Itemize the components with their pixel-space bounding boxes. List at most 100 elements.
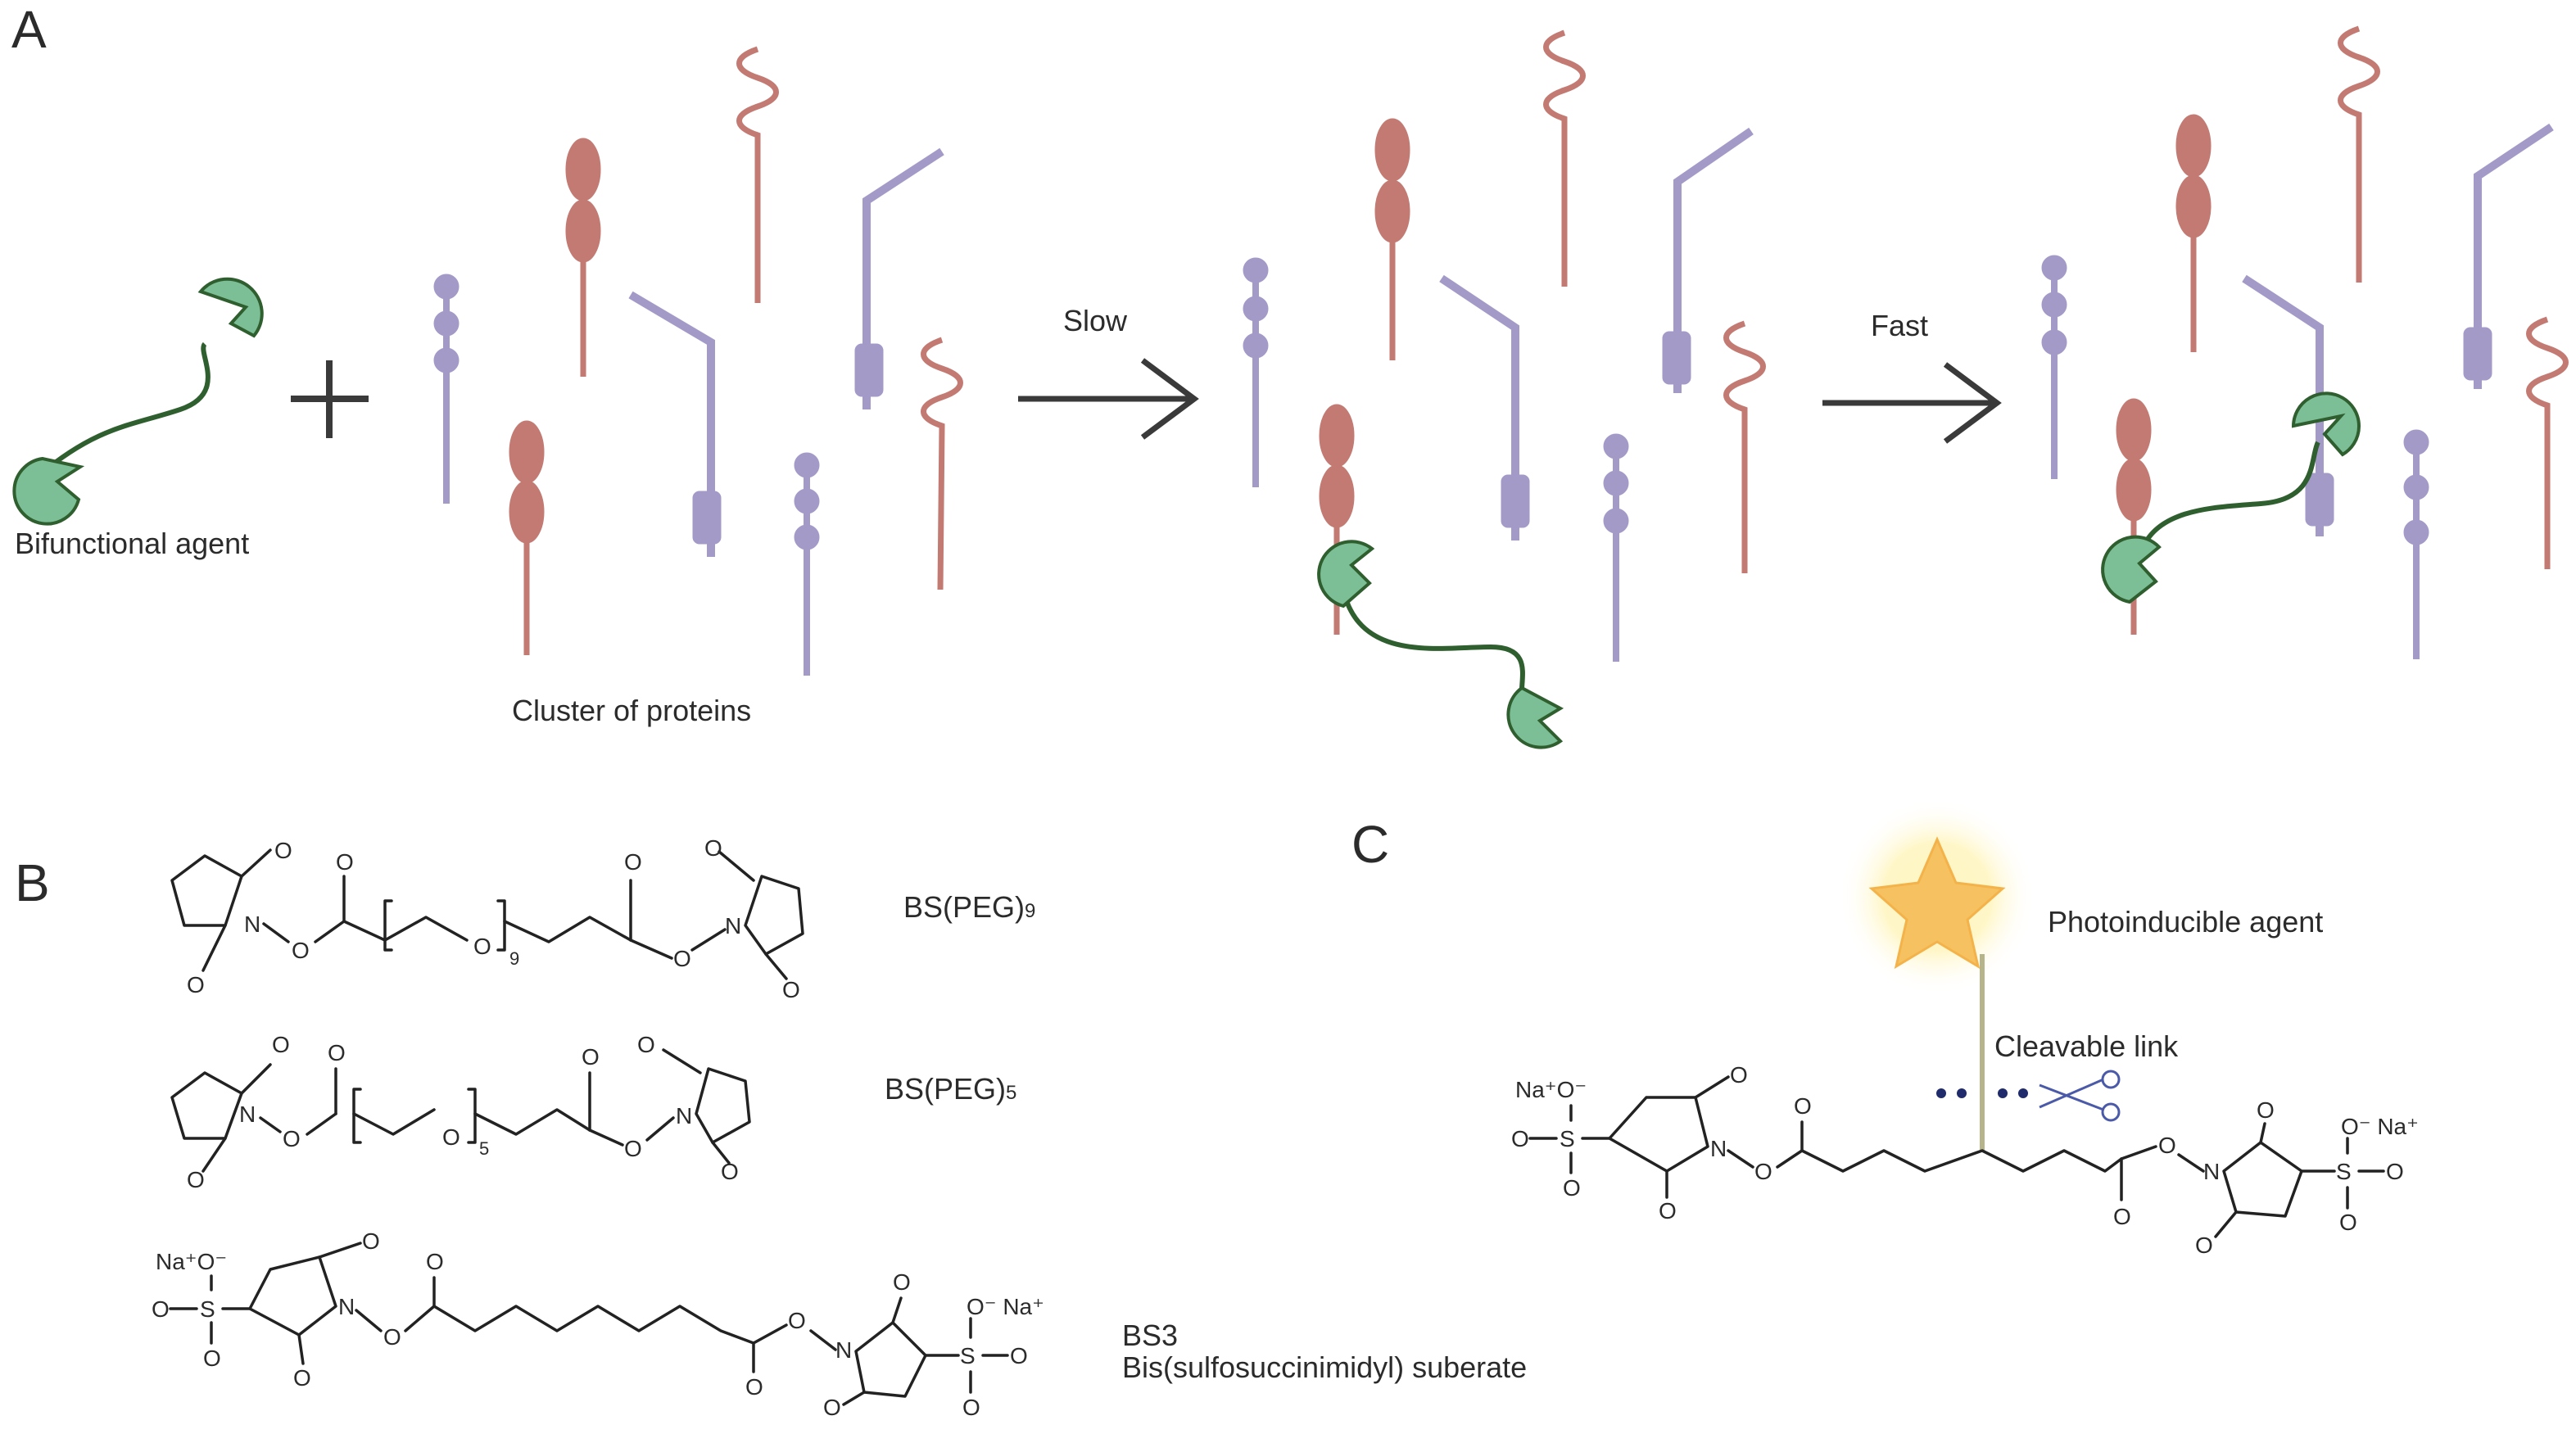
protein-beads-4 xyxy=(1603,433,1629,662)
bifunctional-agent xyxy=(12,277,264,526)
atom-o: O xyxy=(292,938,310,963)
atom-o: O xyxy=(473,934,491,959)
atom-o: O xyxy=(187,1167,205,1192)
protein-squiggle-6 xyxy=(2526,316,2569,569)
atom-o: O xyxy=(2113,1204,2131,1229)
compound-photo: Na⁺O⁻ O S O O O N O O O O N O O S O O⁻ N… xyxy=(1511,1062,2419,1258)
atom-o: O xyxy=(1794,1093,1812,1119)
compound-2-name: BS(PEG)5 xyxy=(885,1072,1016,1106)
atom-o: O xyxy=(1754,1159,1772,1184)
atom-o: O xyxy=(152,1296,170,1322)
atom-o: O xyxy=(1730,1062,1748,1088)
repeat-count-9: 9 xyxy=(509,948,519,969)
protein-beads-2 xyxy=(794,452,820,676)
atom-n: N xyxy=(244,911,260,937)
protein-squiggle-3 xyxy=(1543,29,1586,287)
atom-n: N xyxy=(676,1103,692,1129)
atom-o: O xyxy=(2386,1159,2404,1184)
atom-na-o-minus: Na⁺O⁻ xyxy=(1515,1077,1587,1102)
protein-squiggle-5 xyxy=(2338,25,2380,283)
atom-o: O xyxy=(274,838,292,863)
compound-3-name-line2: Bis(sulfosuccinimidyl) suberate xyxy=(1122,1350,1527,1384)
atom-o: O xyxy=(582,1044,600,1070)
photo-label: Photoinducible agent xyxy=(2048,905,2323,939)
cleave-dots xyxy=(1936,1088,2028,1098)
atom-n: N xyxy=(1710,1136,1727,1161)
atom-o: O xyxy=(383,1324,401,1350)
plus-icon xyxy=(291,360,369,438)
atom-o: O xyxy=(203,1346,221,1371)
compound-bs3: Na⁺O⁻ O S O O O N O O O O N O O S O O⁻ N… xyxy=(152,1228,1044,1420)
atom-o: O xyxy=(788,1308,806,1333)
panel-a-letter: A xyxy=(11,0,47,59)
cluster-label: Cluster of proteins xyxy=(512,694,751,727)
compound-3-name-line1: BS3 xyxy=(1122,1319,1178,1352)
agent-head-bound xyxy=(1317,540,1375,608)
atom-o: O xyxy=(187,972,205,997)
bifunctional-agent-label: Bifunctional agent xyxy=(15,527,249,560)
repeat-count-5: 5 xyxy=(479,1138,489,1159)
atom-o: O xyxy=(1659,1198,1677,1224)
atom-o: O xyxy=(2158,1133,2176,1158)
compound-1-name: BS(PEG)9 xyxy=(903,890,1035,924)
atom-o: O xyxy=(624,849,642,875)
atom-o: O xyxy=(624,1136,642,1161)
atom-n: N xyxy=(725,913,741,939)
protein-ellipse-3 xyxy=(1374,118,1410,360)
arrow-slow-label: Slow xyxy=(1063,304,1128,337)
atom-o: O xyxy=(2257,1097,2275,1123)
protein-bent-6 xyxy=(2463,123,2554,389)
protein-beads-5 xyxy=(2041,255,2067,479)
atom-s: S xyxy=(960,1343,976,1368)
protein-bent-5 xyxy=(2242,274,2334,536)
protein-squiggle-1 xyxy=(736,46,779,303)
protein-ellipse-2 xyxy=(509,420,545,655)
arrow-slow xyxy=(1018,358,1199,440)
agent-head-bottom xyxy=(12,456,85,526)
scissors-icon xyxy=(2039,1070,2121,1122)
atom-o: O xyxy=(893,1269,911,1295)
agent-head-free xyxy=(1506,685,1564,749)
arrow-fast xyxy=(1822,362,2002,444)
bound-agent-bridge xyxy=(2101,391,2361,604)
atom-o: O xyxy=(2339,1210,2357,1235)
agent-head-left xyxy=(2101,535,2162,604)
protein-bent-4 xyxy=(1662,127,1754,393)
star-icon xyxy=(1868,836,2006,970)
atom-s: S xyxy=(2336,1159,2352,1184)
protein-beads-1 xyxy=(433,274,460,504)
atom-na-o-minus: Na⁺O⁻ xyxy=(156,1249,227,1274)
arrow-fast-label: Fast xyxy=(1871,309,1928,342)
cleave-label: Cleavable link xyxy=(1994,1029,2179,1063)
protein-squiggle-4 xyxy=(1723,320,1766,573)
atom-o: O xyxy=(745,1374,763,1400)
atom-o: O xyxy=(362,1228,380,1254)
protein-cluster-3 xyxy=(2041,25,2569,659)
atom-o: O xyxy=(637,1032,655,1057)
atom-o: O xyxy=(1010,1343,1028,1368)
atom-o: O xyxy=(336,849,354,875)
atom-o: O xyxy=(442,1124,460,1150)
protein-cluster-2 xyxy=(1243,29,1766,749)
atom-n: N xyxy=(239,1101,256,1127)
compound-bspeg5: O O N O O O 5 O O N O O xyxy=(170,1032,751,1192)
atom-o: O xyxy=(1511,1126,1529,1151)
atom-o: O xyxy=(1563,1175,1581,1201)
protein-beads-3 xyxy=(1243,257,1269,487)
atom-o: O xyxy=(293,1365,311,1391)
protein-beads-6 xyxy=(2403,429,2429,659)
atom-o: O xyxy=(328,1040,346,1065)
protein-bent-1 xyxy=(628,291,722,557)
protein-cluster-1 xyxy=(433,46,963,676)
protein-ellipse-1 xyxy=(565,138,601,377)
agent-linker xyxy=(38,342,211,477)
atom-o: O xyxy=(272,1032,290,1057)
agent-head-top xyxy=(197,277,264,338)
atom-s: S xyxy=(1560,1126,1575,1151)
atom-s: S xyxy=(200,1296,215,1322)
atom-o: O xyxy=(823,1395,841,1420)
panel-c-letter: C xyxy=(1351,815,1389,874)
agent-head-right xyxy=(2291,391,2361,457)
protein-squiggle-2 xyxy=(921,337,963,590)
